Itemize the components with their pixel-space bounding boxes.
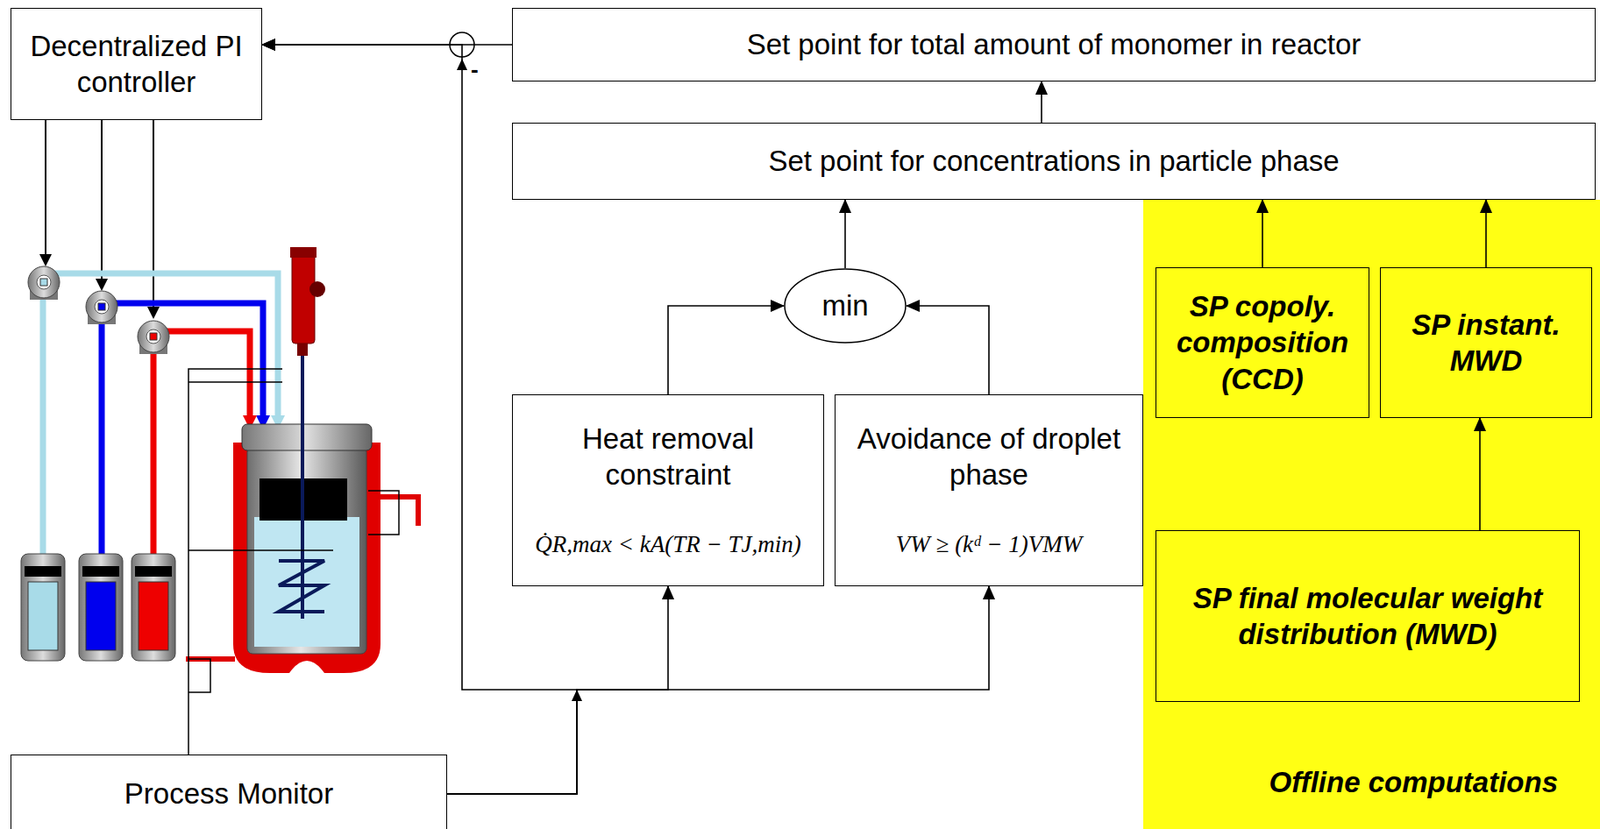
node-text: min: [821, 289, 868, 323]
formula-text: Q̇R,max < kA(TR − TJ,min): [534, 530, 801, 561]
flow-arrow: [447, 586, 669, 795]
feed-tank: [21, 554, 65, 662]
junction-arrow: [456, 58, 468, 71]
junction-arrow: [571, 689, 583, 702]
controller-box: Decentralized PI controller: [10, 7, 263, 121]
constraint-box: Heat removal constraintQ̇R,max < kA(TR −…: [512, 394, 825, 587]
node-text: Avoidance of droplet phase: [844, 420, 1134, 494]
flow-arrow: [844, 199, 847, 269]
pump-symbol: [28, 266, 60, 300]
offline-box: SP instant. MWD: [1379, 267, 1593, 419]
control-lines: [45, 120, 154, 313]
setpoint-box: Set point for concentrations in particle…: [512, 122, 1596, 200]
reactor-vessel: [233, 247, 381, 674]
node-text: Set point for total amount of monomer in…: [746, 26, 1362, 63]
offline-box: SP final molecular weight distribution (…: [1155, 530, 1580, 703]
flow-arrow: [262, 43, 512, 46]
min-ellipse: min: [783, 268, 907, 344]
offline-band: Offline computations SP copoly. compositi…: [1143, 199, 1600, 829]
node-text: SP copoly. composition (CCD): [1165, 288, 1360, 398]
node-text: Process Monitor: [124, 775, 334, 812]
sign-label: -: [470, 56, 479, 84]
sensor-lines: [188, 369, 399, 755]
constraint-box: Avoidance of droplet phase VW ≥ (kᵈ − 1)V…: [834, 394, 1144, 587]
formula-text: VW ≥ (kᵈ − 1)VMW: [896, 530, 1082, 561]
flow-arrow: [906, 305, 989, 395]
monitor-box: Process Monitor: [10, 754, 448, 829]
flow-arrow: [668, 305, 784, 395]
summing-junction: [449, 32, 475, 57]
node-text: SP final molecular weight distribution (…: [1165, 580, 1571, 654]
node-text: Heat removal constraint: [521, 420, 815, 494]
node-text: SP instant. MWD: [1389, 306, 1583, 380]
offline-box: SP copoly. composition (CCD): [1155, 267, 1370, 419]
node-text: Set point for concentrations in particle…: [768, 142, 1339, 179]
flow-arrow: [1040, 81, 1043, 123]
pump-symbol: [85, 291, 118, 325]
pump-symbol: [137, 320, 170, 355]
node-text: Decentralized PI controller: [20, 28, 253, 101]
feed-tank: [131, 554, 176, 662]
jacket-pipes: [185, 497, 419, 660]
flow-arrow: [447, 586, 989, 795]
setpoint-box: Set point for total amount of monomer in…: [512, 7, 1596, 82]
feed-tank: [78, 554, 123, 662]
node-text: Offline computations: [1269, 766, 1558, 800]
